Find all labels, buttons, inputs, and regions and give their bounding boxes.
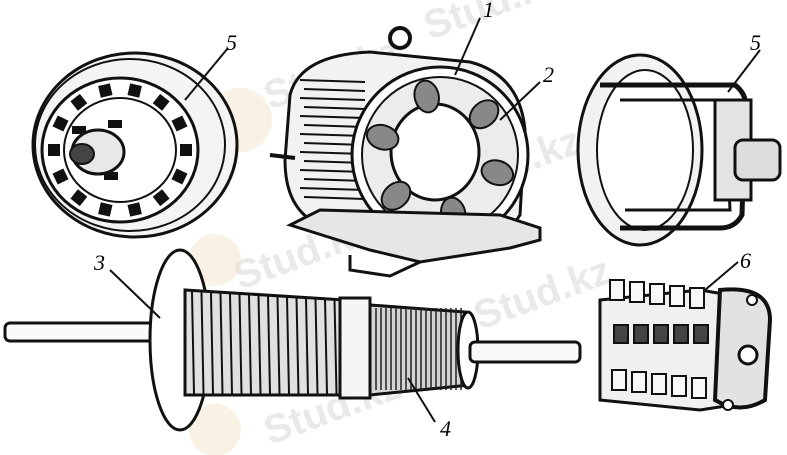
ring-line xyxy=(229,293,233,395)
brush-block xyxy=(669,285,685,307)
core-laminations xyxy=(375,308,462,390)
vent-slot xyxy=(48,144,60,156)
ring-line xyxy=(210,292,214,395)
watermark-logo xyxy=(189,234,241,286)
ring-line xyxy=(305,297,309,395)
brush-block xyxy=(671,375,687,397)
vent-slot xyxy=(98,202,113,217)
mounting-feet xyxy=(286,208,542,264)
vent-slot xyxy=(127,202,142,217)
fin xyxy=(299,97,366,101)
ring-line xyxy=(238,294,243,395)
ring-line xyxy=(276,296,281,395)
leader-lines xyxy=(109,17,761,423)
brush-block xyxy=(689,287,705,309)
ring-line xyxy=(286,296,290,395)
ring-line xyxy=(267,295,271,395)
fin xyxy=(303,106,366,110)
ring-line xyxy=(295,297,300,395)
ring-line xyxy=(191,291,195,395)
vent-slot xyxy=(152,93,170,111)
fin xyxy=(299,115,366,119)
watermark-logo xyxy=(189,404,241,455)
watermark-text: Stud.kz xyxy=(468,248,617,338)
fin xyxy=(303,124,366,128)
shaft-left xyxy=(3,321,157,343)
stator-housing xyxy=(269,26,542,278)
rotor-core xyxy=(368,303,472,397)
brush-block xyxy=(691,377,707,399)
bolt-tab xyxy=(108,120,122,128)
lifting-eye xyxy=(388,26,412,50)
ring-line xyxy=(219,293,224,395)
label-4: 4 xyxy=(440,416,451,441)
vent-slot xyxy=(98,83,113,98)
label-5-right: 5 xyxy=(750,30,761,55)
pole-winding xyxy=(380,180,412,211)
label-6: 6 xyxy=(740,248,751,273)
vent-slot xyxy=(127,83,142,98)
end-shield-right xyxy=(576,53,782,247)
label-1: 1 xyxy=(483,0,494,22)
ring-line xyxy=(257,295,262,395)
rotor-assembly xyxy=(3,248,582,432)
bolt-tab xyxy=(104,172,118,180)
brush-block xyxy=(633,324,649,344)
brush-block xyxy=(613,324,629,344)
fin xyxy=(299,187,366,191)
brush-block xyxy=(653,324,669,344)
brush-block xyxy=(693,324,709,344)
pole-winding xyxy=(480,159,515,187)
brush-blocks xyxy=(609,279,709,399)
vent-slot xyxy=(52,168,69,185)
vent-slot xyxy=(70,93,88,111)
label-5-left: 5 xyxy=(226,30,237,55)
brush-block xyxy=(649,283,665,305)
brush-holder-clamp xyxy=(733,138,782,182)
vent-slot xyxy=(171,115,188,132)
ring-line xyxy=(333,299,338,395)
slip-rings xyxy=(191,291,338,395)
brush-block xyxy=(609,279,625,301)
bolt-tab xyxy=(72,126,86,134)
label-3: 3 xyxy=(93,250,105,275)
pole-winding xyxy=(365,123,400,151)
ring-line xyxy=(324,298,328,395)
pole-winding xyxy=(413,79,440,114)
brush-block xyxy=(651,373,667,395)
vent-slot xyxy=(180,144,192,156)
vent-slots xyxy=(48,83,192,217)
brush-block xyxy=(611,369,627,391)
vent-slot xyxy=(70,189,88,207)
stator-poles xyxy=(365,79,515,231)
vent-slot xyxy=(52,115,69,132)
ring-line xyxy=(248,294,252,395)
vent-slot xyxy=(152,189,170,207)
end-shield-left xyxy=(31,51,239,239)
brush-block xyxy=(629,281,645,303)
pole-winding xyxy=(468,99,500,130)
brush-holder-assembly xyxy=(598,279,773,412)
ring-line xyxy=(200,292,205,395)
brush-block xyxy=(673,324,689,344)
label-2: 2 xyxy=(543,62,554,87)
shaft-right xyxy=(468,340,582,364)
fin xyxy=(303,88,366,92)
fin xyxy=(299,79,366,83)
brush-block xyxy=(631,371,647,393)
vent-slot xyxy=(171,168,188,185)
ring-line xyxy=(314,298,319,395)
fin xyxy=(303,196,366,200)
